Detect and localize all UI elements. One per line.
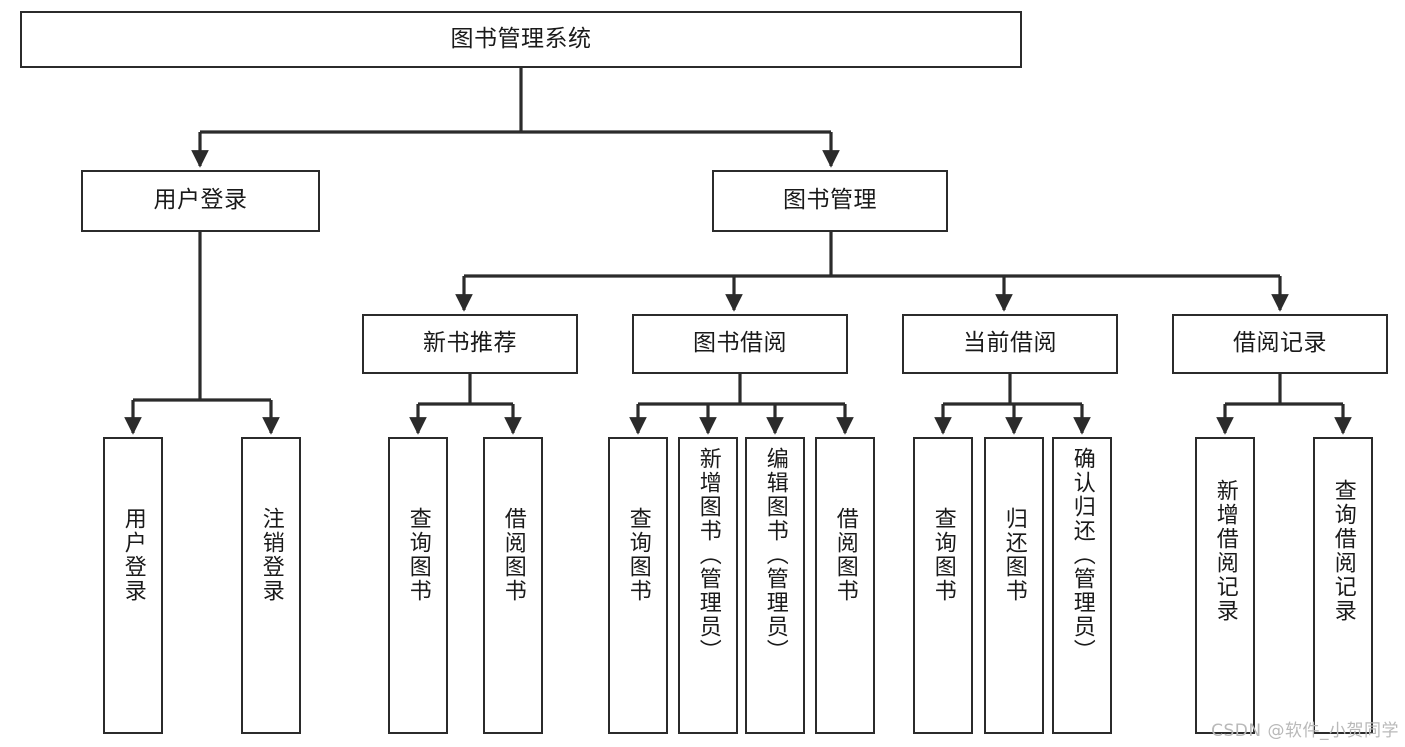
node-leaf-borrow-books[interactable]: 借阅图书 — [815, 437, 875, 734]
node-root-label: 图书管理系统 — [450, 25, 592, 52]
node-new-book-recommend[interactable]: 新书推荐 — [362, 314, 578, 374]
node-user-login-label: 用户登录 — [153, 187, 248, 214]
node-book-borrow[interactable]: 图书借阅 — [632, 314, 848, 374]
node-leaf-query-books-current-label: 查询图书 — [930, 507, 956, 603]
node-borrow-record[interactable]: 借阅记录 — [1172, 314, 1388, 374]
node-current-borrow[interactable]: 当前借阅 — [902, 314, 1118, 374]
node-leaf-borrow-books-rec[interactable]: 借阅图书 — [483, 437, 543, 734]
node-leaf-query-borrow-record-label: 查询借阅记录 — [1330, 479, 1356, 623]
node-leaf-add-borrow-record-label: 新增借阅记录 — [1212, 479, 1238, 623]
node-leaf-user-login-label: 用户登录 — [120, 507, 146, 603]
node-leaf-add-book-admin[interactable]: 新增图书（管理员） — [678, 437, 738, 734]
node-leaf-confirm-return-admin-label: 确认归还（管理员） — [1069, 447, 1095, 663]
node-leaf-query-borrow-record[interactable]: 查询借阅记录 — [1313, 437, 1373, 734]
node-current-borrow-label: 当前借阅 — [963, 330, 1057, 357]
node-leaf-borrow-books-label: 借阅图书 — [832, 507, 858, 603]
node-leaf-query-books-rec[interactable]: 查询图书 — [388, 437, 448, 734]
watermark-text: CSDN @软件_小贺同学 — [1211, 721, 1399, 741]
node-book-management[interactable]: 图书管理 — [712, 170, 948, 232]
node-leaf-user-login[interactable]: 用户登录 — [103, 437, 163, 734]
node-user-login[interactable]: 用户登录 — [81, 170, 320, 232]
node-root[interactable]: 图书管理系统 — [20, 11, 1022, 68]
node-leaf-user-logout[interactable]: 注销登录 — [241, 437, 301, 734]
node-leaf-query-books-rec-label: 查询图书 — [405, 507, 431, 603]
node-new-book-recommend-label: 新书推荐 — [423, 330, 517, 357]
node-leaf-query-books-borrow-label: 查询图书 — [625, 507, 651, 603]
node-leaf-query-books-borrow[interactable]: 查询图书 — [608, 437, 668, 734]
node-book-management-label: 图书管理 — [783, 187, 877, 214]
node-leaf-add-borrow-record[interactable]: 新增借阅记录 — [1195, 437, 1255, 734]
node-leaf-add-book-admin-label: 新增图书（管理员） — [695, 447, 721, 663]
node-leaf-edit-book-admin-label: 编辑图书（管理员） — [762, 447, 788, 663]
node-leaf-borrow-books-rec-label: 借阅图书 — [500, 507, 526, 603]
node-leaf-return-books[interactable]: 归还图书 — [984, 437, 1044, 734]
node-book-borrow-label: 图书借阅 — [693, 330, 787, 357]
node-leaf-query-books-current[interactable]: 查询图书 — [913, 437, 973, 734]
node-leaf-edit-book-admin[interactable]: 编辑图书（管理员） — [745, 437, 805, 734]
node-leaf-confirm-return-admin[interactable]: 确认归还（管理员） — [1052, 437, 1112, 734]
node-borrow-record-label: 借阅记录 — [1233, 330, 1327, 357]
node-leaf-return-books-label: 归还图书 — [1001, 507, 1027, 603]
node-leaf-user-logout-label: 注销登录 — [258, 507, 284, 603]
